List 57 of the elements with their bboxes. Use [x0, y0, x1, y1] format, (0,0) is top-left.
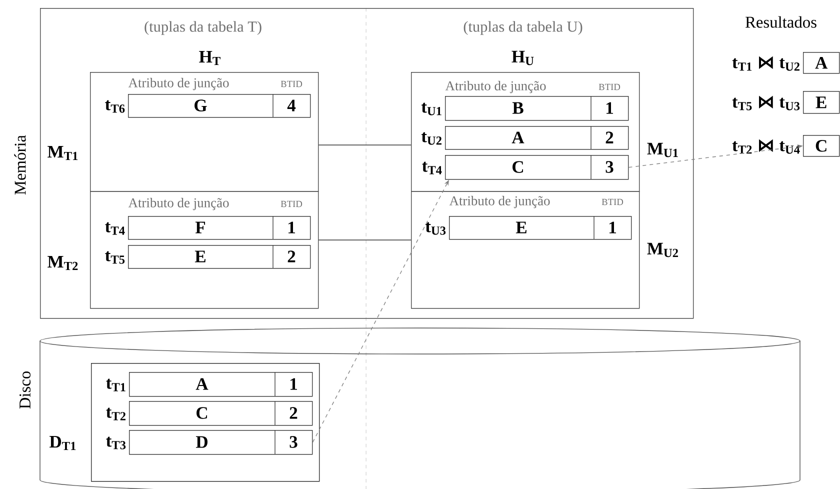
result-box: A: [803, 52, 840, 74]
column-header: BTID: [598, 84, 620, 90]
section-label: Disco: [20, 372, 31, 409]
tuple-label: t$_{T1}$: [106, 378, 126, 392]
result-box: E: [803, 91, 840, 114]
column-header: BTID: [280, 200, 302, 208]
bucket-label: M$_{T2}$: [48, 256, 78, 270]
bucket-label: M$_{U2}$: [647, 242, 678, 258]
btid-value: 1: [606, 102, 613, 114]
tuple-label: t$_{T3}$: [106, 436, 126, 450]
tuple-label: t$_{T2}$: [106, 408, 126, 420]
column-header: Atributo de junção: [128, 78, 229, 90]
column-header: Atributo de junção: [128, 198, 229, 210]
tuple-label: t$_{U2}$: [421, 132, 442, 145]
join-value: B: [512, 102, 524, 114]
tuple-label: t$_{T4}$: [422, 162, 442, 174]
join-value: E: [194, 250, 206, 262]
column-header: BTID: [280, 80, 302, 88]
partition-label: D$_{T1}$: [50, 436, 76, 450]
join-value: A: [512, 132, 524, 144]
join-value: D: [196, 436, 208, 448]
btid-value: 2: [288, 250, 296, 262]
column-header: Atributo de junção: [445, 80, 546, 94]
table-caption: (tuplas da tabela U): [464, 21, 582, 35]
btid-value: 2: [290, 407, 298, 419]
tuple-label: t$_{T5}$: [105, 251, 125, 264]
bucket-label: M$_{T1}$: [48, 146, 78, 160]
join-label: t$_{T1}$ ⋈ t$_{U2}$: [732, 56, 800, 71]
join-value: F: [195, 222, 206, 234]
results-heading: Resultados: [746, 16, 816, 28]
join-value: G: [194, 100, 207, 112]
btid-value: 1: [610, 222, 616, 234]
join-value: C: [512, 161, 524, 173]
btid-value: 3: [606, 161, 614, 173]
join-label: t$_{T5}$ ⋈ t$_{U3}$: [732, 96, 800, 110]
btid-value: 3: [290, 436, 298, 448]
table-caption: (tuplas da tabela T): [144, 21, 262, 35]
section-label: Memória: [14, 135, 26, 195]
tuple-label: t$_{U1}$: [421, 102, 442, 116]
btid-value: 2: [606, 132, 614, 144]
connector-line: [318, 144, 412, 146]
btid-value: 4: [287, 100, 296, 112]
hash-table-label: H$_{U}$: [512, 50, 534, 66]
join-label: t$_{T2}$ ⋈ t$_{U4}$: [732, 139, 800, 154]
hash-table-label: H$_{T}$: [199, 50, 220, 66]
tuple-label: t$_{T4}$: [105, 222, 125, 235]
column-header: BTID: [602, 198, 624, 206]
bucket-label: M$_{U1}$: [647, 142, 678, 158]
result-box: C: [803, 135, 840, 157]
column-header: Atributo de junção: [449, 196, 550, 208]
tuple-label: t$_{T6}$: [105, 100, 125, 113]
join-value: C: [196, 407, 208, 419]
join-value: E: [516, 222, 526, 234]
join-value: A: [196, 378, 208, 390]
btid-value: 1: [288, 222, 295, 234]
tuple-label: t$_{U3}$: [425, 222, 446, 235]
btid-value: 1: [290, 378, 297, 390]
